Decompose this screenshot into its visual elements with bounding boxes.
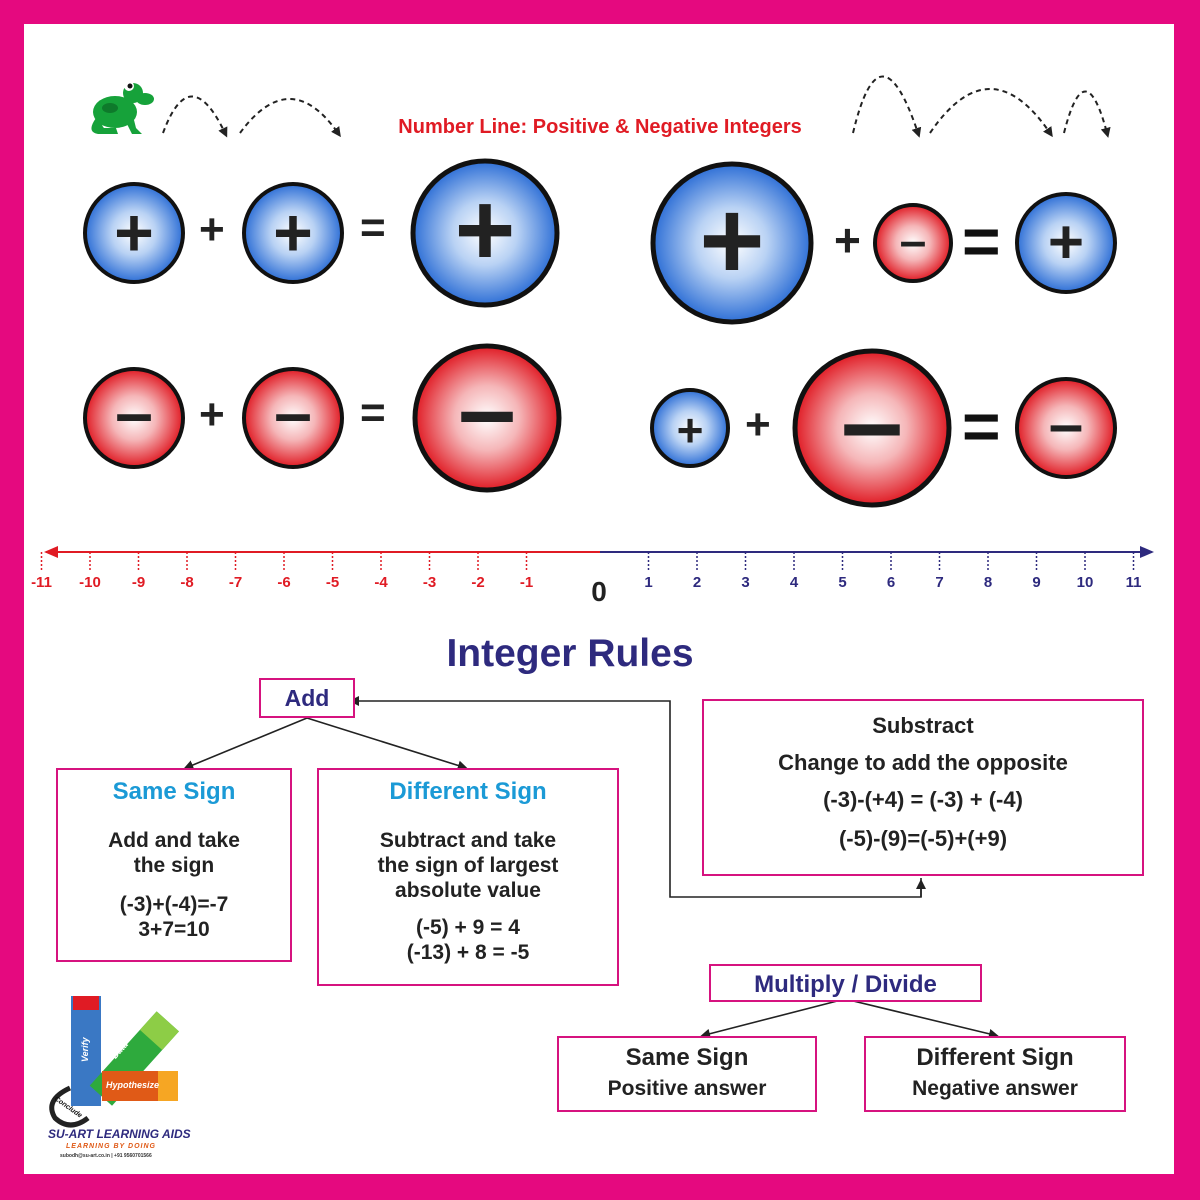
- different-sign-text: absolute value: [395, 879, 541, 902]
- multiply-divide-box: Multiply / Divide: [709, 964, 982, 1002]
- minus-sign: –: [1048, 390, 1084, 459]
- tick-label: 4: [789, 574, 799, 591]
- subtract-text: Change to add the opposite: [778, 750, 1068, 775]
- positive-circle-large: [650, 161, 814, 325]
- add-label: Add: [284, 685, 330, 711]
- tick-label: 1: [644, 574, 653, 591]
- different-sign-text: the sign of largest: [377, 854, 559, 877]
- minus-sign: –: [115, 375, 153, 451]
- different-sign-example: (-5) + 9 = 4: [416, 916, 520, 939]
- minus-sign: –: [274, 375, 312, 451]
- plus-operator: +: [834, 214, 861, 266]
- plus-operator: +: [199, 390, 225, 439]
- plus-sign: +: [1047, 208, 1085, 277]
- positive-circle: [242, 182, 344, 284]
- same-sign-text: Add and take: [108, 829, 240, 852]
- logo-tagline: LEARNING BY DOING: [66, 1143, 156, 1150]
- different-sign-text: Subtract and take: [379, 829, 557, 852]
- positive-circle: [1015, 192, 1117, 294]
- tick-label: -8: [180, 574, 194, 591]
- same-sign-example: 3+7=10: [138, 918, 210, 941]
- md-different-sign-text: Negative answer: [912, 1077, 1078, 1100]
- positive-circle: [83, 182, 185, 284]
- tick-label: 10: [1076, 574, 1094, 591]
- plus-sign: +: [114, 195, 154, 271]
- logo-brand: SU-ART LEARNING AIDS: [48, 1127, 191, 1141]
- tick-label: -7: [228, 574, 243, 591]
- page-title: Number Line: Positive & Negative Integer…: [398, 116, 802, 138]
- different-sign-heading: Different Sign: [389, 778, 547, 805]
- equals-operator: =: [360, 388, 386, 437]
- tick-label: 8: [983, 574, 993, 591]
- number-line: [40, 546, 1154, 571]
- negative-circle: [242, 367, 344, 469]
- tick-label: -4: [374, 574, 388, 591]
- negative-circle-large: [792, 348, 952, 508]
- zero-label: 0: [591, 576, 607, 607]
- plus-operator: +: [199, 205, 225, 254]
- equals-operator: =: [962, 389, 1001, 463]
- tick-label: -9: [131, 574, 146, 591]
- tick-label: -2: [471, 574, 485, 591]
- rule-connectors: [183, 696, 999, 1039]
- logo-book-label: Verify: [80, 1037, 90, 1062]
- positive-circle-small: [650, 388, 730, 468]
- plus-sign: +: [454, 172, 516, 288]
- same-sign-example: (-3)+(-4)=-7: [119, 893, 229, 916]
- subtract-heading: Substract: [872, 713, 974, 738]
- rules-title: Integer Rules: [446, 632, 694, 675]
- plus-sign: +: [273, 195, 313, 271]
- md-same-sign-text: Positive answer: [607, 1077, 767, 1100]
- tick-label: -3: [422, 574, 437, 591]
- md-same-sign-box: Same Sign Positive answer: [557, 1036, 817, 1112]
- negative-circle: [873, 203, 953, 283]
- tick-label: 11: [1125, 574, 1142, 591]
- plus-sign: +: [676, 404, 704, 456]
- different-sign-example: (-13) + 8 = -5: [406, 941, 530, 964]
- logo-contact: subodh@su-art.co.in | +91 9560701566: [60, 1153, 152, 1159]
- subtract-box: Substract Change to add the opposite (-3…: [702, 699, 1144, 876]
- plus-sign: +: [699, 178, 765, 303]
- tick-label: -1: [519, 574, 534, 591]
- tick-label: 6: [886, 574, 896, 591]
- tick-label: 3: [741, 574, 750, 591]
- tick-label: -5: [325, 574, 340, 591]
- md-same-sign-heading: Same Sign: [625, 1044, 749, 1071]
- add-box: Add: [259, 678, 355, 718]
- same-sign-box: Same Sign Add and take the sign (-3)+(-4…: [56, 768, 292, 962]
- same-sign-heading: Same Sign: [112, 778, 236, 805]
- md-different-sign-heading: Different Sign: [916, 1044, 1074, 1071]
- negative-circle: [83, 367, 185, 469]
- frog-icon: [91, 81, 154, 134]
- negative-circle-large: [412, 343, 562, 493]
- same-sign-text: the sign: [133, 854, 215, 877]
- tick-label: -10: [79, 574, 101, 591]
- tick-label: 7: [935, 574, 944, 591]
- equals-operator: =: [962, 204, 1001, 278]
- hop-arrows: [162, 75, 1111, 138]
- multiply-divide-label: Multiply / Divide: [754, 971, 937, 998]
- subtract-example: (-5)-(9)=(-5)+(+9): [838, 826, 1008, 851]
- tick-label: -6: [277, 574, 291, 591]
- equals-operator: =: [360, 203, 386, 252]
- minus-sign: –: [899, 215, 927, 268]
- tick-label: 5: [838, 574, 847, 591]
- tick-label: 9: [1032, 574, 1041, 591]
- tick-label: -11: [31, 574, 52, 591]
- md-different-sign-box: Different Sign Negative answer: [864, 1036, 1126, 1112]
- subtract-example: (-3)-(+4) = (-3) + (-4): [823, 787, 1023, 812]
- negative-circle: [1015, 377, 1117, 479]
- logo-book-label: Hypothesize: [106, 1080, 160, 1090]
- tick-label: 2: [692, 574, 702, 591]
- minus-sign: –: [840, 359, 904, 484]
- poster-page: Number Line: Positive & Negative Integer…: [24, 24, 1174, 1174]
- positive-circle-large: [410, 158, 560, 308]
- logo-icon: [49, 996, 179, 1128]
- different-sign-box: Different Sign Subtract and take the sig…: [317, 768, 619, 986]
- minus-sign: –: [458, 352, 516, 468]
- plus-operator: +: [745, 400, 771, 449]
